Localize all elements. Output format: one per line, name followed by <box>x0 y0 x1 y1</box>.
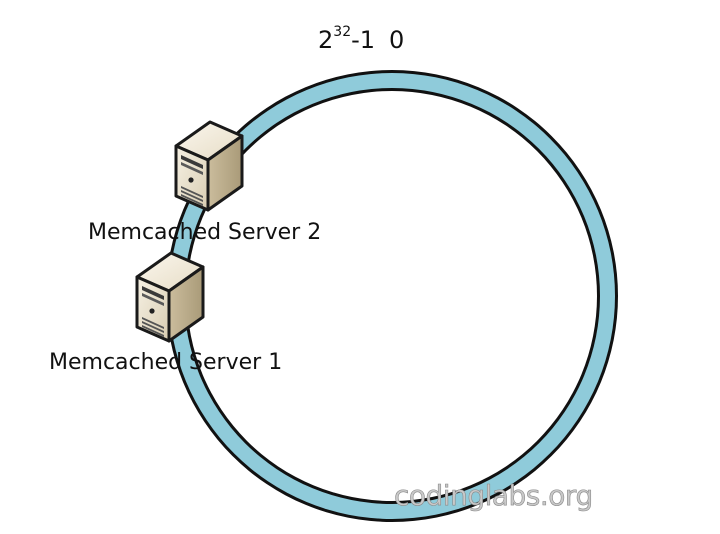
ring-max-exponent: 32 <box>333 24 352 40</box>
server-2-icon <box>174 120 244 212</box>
ring-zero-label: 0 <box>389 26 405 54</box>
ring-top-label: 232-1 0 <box>318 25 405 54</box>
ring-max-suffix: -1 <box>351 26 376 54</box>
hash-ring <box>166 70 618 522</box>
server-1-icon <box>135 251 205 343</box>
server-2-label: Memcached Server 2 <box>88 220 322 245</box>
ring-max-base: 2 <box>318 26 334 54</box>
server-1-label: Memcached Server 1 <box>49 350 283 375</box>
watermark: codinglabs.org <box>394 479 594 512</box>
